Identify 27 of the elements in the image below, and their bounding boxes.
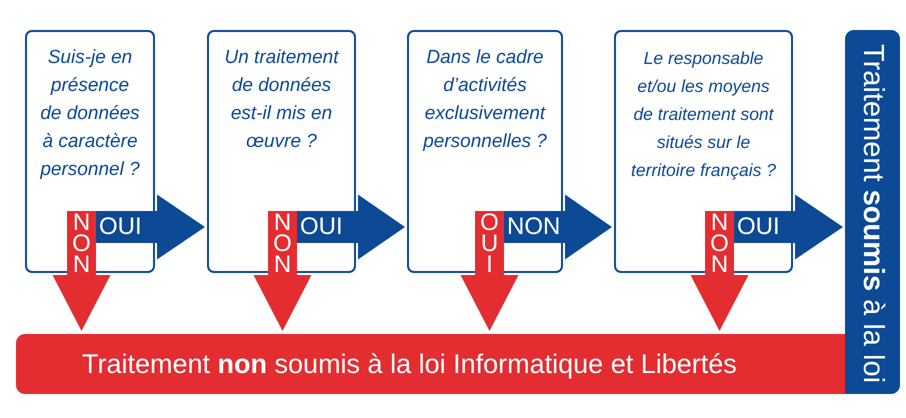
arrow [690, 273, 748, 331]
edge-label: OUI [297, 211, 356, 243]
arrow [793, 194, 843, 260]
arrow [254, 273, 312, 331]
arrow [356, 194, 405, 260]
question-text: Le responsable et/ou les moyens de traitement sont situés sur le territoire français ? [630, 47, 777, 182]
arrow [460, 273, 518, 331]
edge-label: NON [268, 211, 297, 275]
result-bar [845, 30, 900, 394]
question-box [614, 30, 793, 273]
question-text: Suis-je en présence de données à caractère personnel ? [39, 46, 141, 182]
question-box [207, 30, 356, 273]
edge-label: NON [504, 211, 564, 243]
question-text: Dans le cadre d’activités exclusivement personnelles ? [422, 46, 548, 154]
edge-label: NON [705, 211, 734, 275]
question-box [25, 30, 155, 273]
edge-label: NON [67, 211, 96, 275]
edge-label: OUI [475, 211, 504, 275]
result-text: Traitement non soumis à la loi Informatique et Libertés [82, 348, 737, 380]
arrow [563, 194, 612, 260]
question-text: Un traitement de données est-il mis en œuvre ? [223, 46, 340, 154]
result-text: Traitement soumis à la loi [856, 44, 890, 384]
question-box [407, 30, 563, 273]
edge-label: OUI [96, 211, 155, 243]
result-bar [16, 334, 845, 394]
arrow [52, 273, 110, 331]
edge-label: OUI [734, 211, 793, 243]
